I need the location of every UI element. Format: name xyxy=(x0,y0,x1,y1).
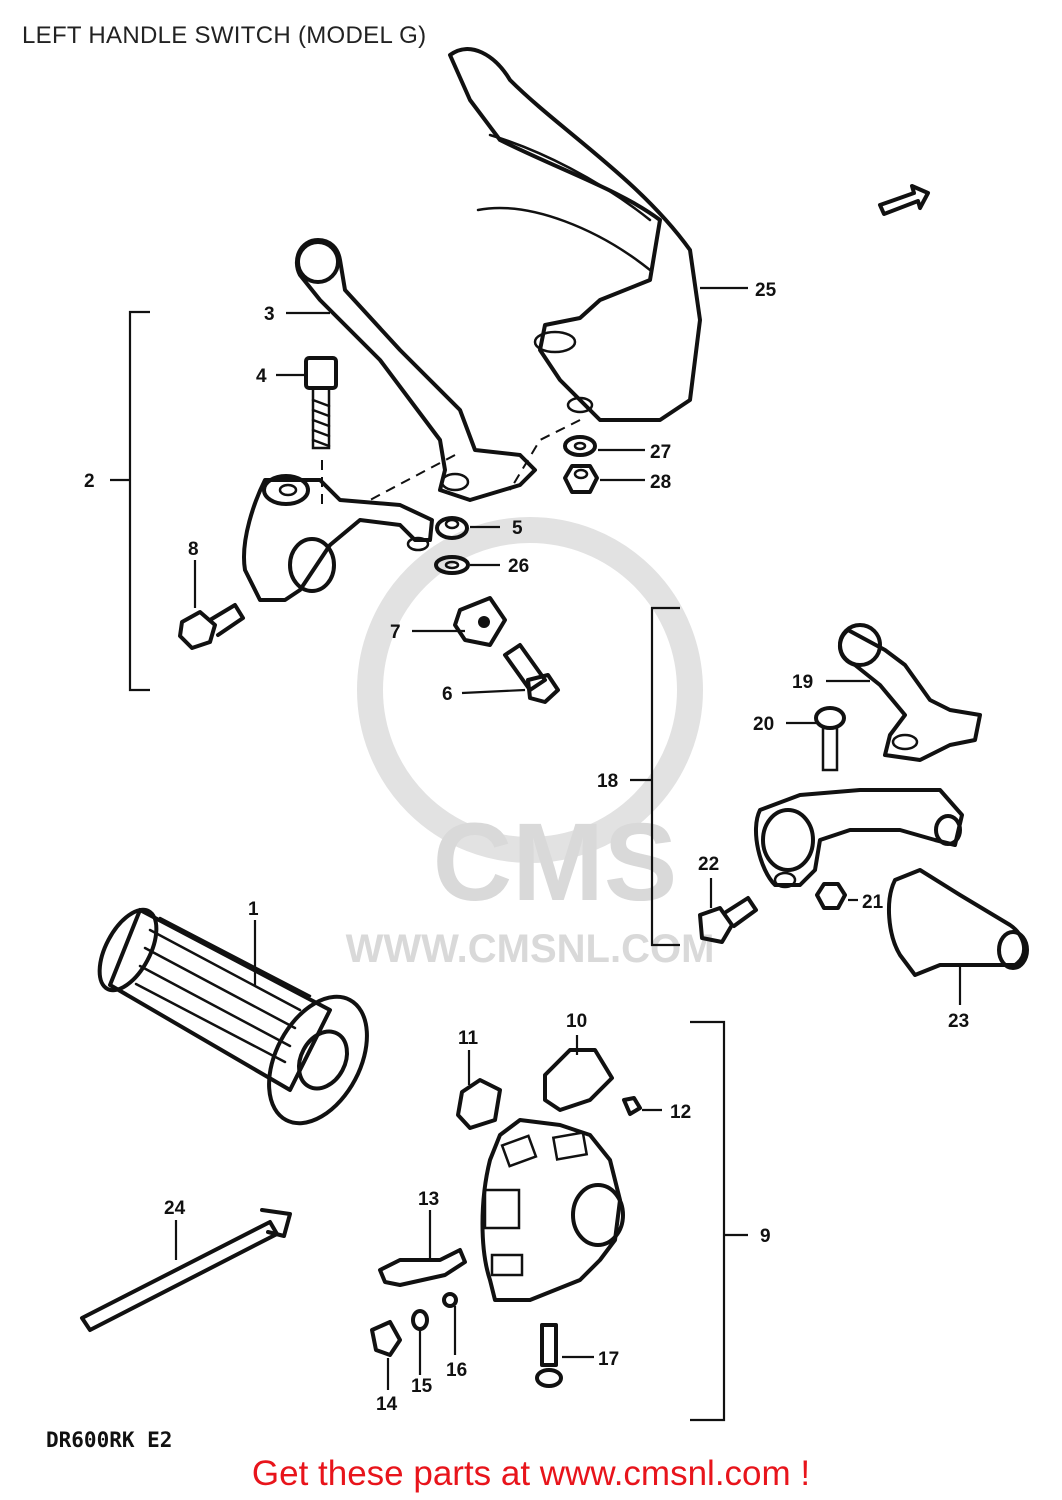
callout-26: 26 xyxy=(508,556,529,577)
clutch-lever-part xyxy=(294,238,537,502)
callout-17: 17 xyxy=(598,1349,619,1370)
callout-14: 14 xyxy=(376,1394,398,1415)
footer-link-text[interactable]: Get these parts at www.cmsnl.com ! xyxy=(251,1454,811,1493)
watermark-url: WWW.CMSNL.COM xyxy=(346,927,715,971)
callout-27: 27 xyxy=(650,442,671,463)
callout-13: 13 xyxy=(418,1189,439,1210)
callout-4: 4 xyxy=(256,366,267,387)
lever-holder-part xyxy=(242,478,434,602)
callout-19: 19 xyxy=(792,672,813,693)
guard-washer-part xyxy=(563,435,597,457)
adjuster-bolt-part xyxy=(503,643,560,704)
callout-21: 21 xyxy=(862,892,884,913)
callout-22: 22 xyxy=(698,854,719,875)
callout-3: 3 xyxy=(264,304,275,325)
callout-23: 23 xyxy=(948,1011,969,1032)
horn-contact-plate-part xyxy=(378,1248,467,1287)
dimmer-switch-part xyxy=(543,1048,614,1112)
group-bracket-2 xyxy=(110,310,150,692)
callout-6: 6 xyxy=(442,684,453,705)
hotstart-lever-part xyxy=(838,628,982,762)
callout-15: 15 xyxy=(411,1376,433,1397)
hotstart-nut-part xyxy=(815,882,847,910)
callout-16: 16 xyxy=(446,1360,467,1381)
leader-lines xyxy=(174,286,962,1390)
callout-8: 8 xyxy=(188,539,199,560)
group-bracket-9 xyxy=(690,1020,748,1422)
front-direction-arrow-icon xyxy=(878,184,930,216)
hotstart-lever-holder-part xyxy=(753,788,964,887)
guard-nut-part xyxy=(563,464,599,494)
detent-ball-part xyxy=(442,1292,458,1308)
model-code-label: DR600RK E2 xyxy=(46,1428,173,1452)
callout-20: 20 xyxy=(753,714,774,735)
diagram-title: LEFT HANDLE SWITCH (MODEL G) xyxy=(22,22,427,49)
lever-guard-part xyxy=(448,47,702,422)
callout-5: 5 xyxy=(512,518,523,539)
switch-small-screw-part xyxy=(622,1096,642,1116)
watermark-brand: CMS xyxy=(433,801,677,924)
cms-watermark: CMS WWW.CMSNL.COM xyxy=(346,517,715,971)
callout-11: 11 xyxy=(458,1028,479,1049)
callout-24: 24 xyxy=(164,1198,186,1219)
turn-signal-switch-part xyxy=(456,1078,502,1130)
callout-9: 9 xyxy=(760,1226,771,1247)
horn-button-part xyxy=(370,1320,402,1357)
callout-18: 18 xyxy=(597,771,618,792)
hotstart-cable-cover-part xyxy=(887,868,1026,977)
handlebar-grip-part xyxy=(97,907,369,1126)
callout-25: 25 xyxy=(755,280,777,301)
callout-1: 1 xyxy=(248,899,259,920)
housing-screw-part xyxy=(535,1323,563,1388)
callout-labels: 25 3 4 2 27 28 5 26 8 7 6 19 20 18 22 21… xyxy=(84,280,969,1415)
callout-7: 7 xyxy=(390,622,401,643)
hotstart-screw-part xyxy=(698,896,758,944)
adjuster-cover-part xyxy=(453,596,507,647)
lever-washer-part xyxy=(434,555,470,575)
lever-nut-part xyxy=(435,516,469,540)
pivot-bolt-part xyxy=(304,356,338,450)
contact-spring-part xyxy=(411,1309,429,1331)
callout-2: 2 xyxy=(84,471,95,492)
callout-12: 12 xyxy=(670,1102,691,1123)
group-bracket-18 xyxy=(630,606,680,947)
cable-tie-part xyxy=(80,1208,292,1332)
callout-10: 10 xyxy=(566,1011,587,1032)
callout-28: 28 xyxy=(650,472,671,493)
hotstart-pivot-bolt-part xyxy=(814,706,846,772)
holder-screw-part xyxy=(178,603,245,650)
